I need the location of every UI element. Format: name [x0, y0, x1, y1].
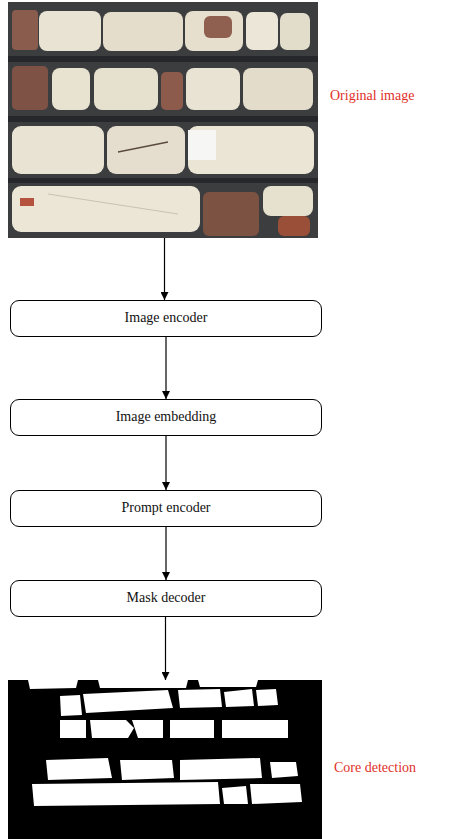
process-box: Mask decoder	[10, 580, 322, 617]
core-photo	[8, 2, 318, 238]
box-label: Mask decoder	[127, 590, 206, 607]
process-box: Image embedding	[10, 399, 322, 436]
box-label: Image encoder	[125, 310, 208, 327]
box-label: Prompt encoder	[121, 500, 210, 517]
flow-arrow	[164, 238, 165, 300]
flow-arrow	[165, 527, 166, 580]
flow-arrow	[165, 617, 166, 680]
detection-mask	[8, 680, 322, 839]
image-caption: Core detection	[334, 760, 416, 777]
process-box: Prompt encoder	[10, 490, 322, 527]
flow-arrow	[165, 337, 166, 399]
box-label: Image embedding	[116, 409, 217, 426]
process-box: Image encoder	[10, 300, 322, 337]
image-caption: Original image	[330, 88, 414, 105]
image-panel: Original image	[8, 2, 318, 238]
flow-arrow	[165, 436, 166, 490]
image-panel: Core detection	[8, 680, 322, 839]
